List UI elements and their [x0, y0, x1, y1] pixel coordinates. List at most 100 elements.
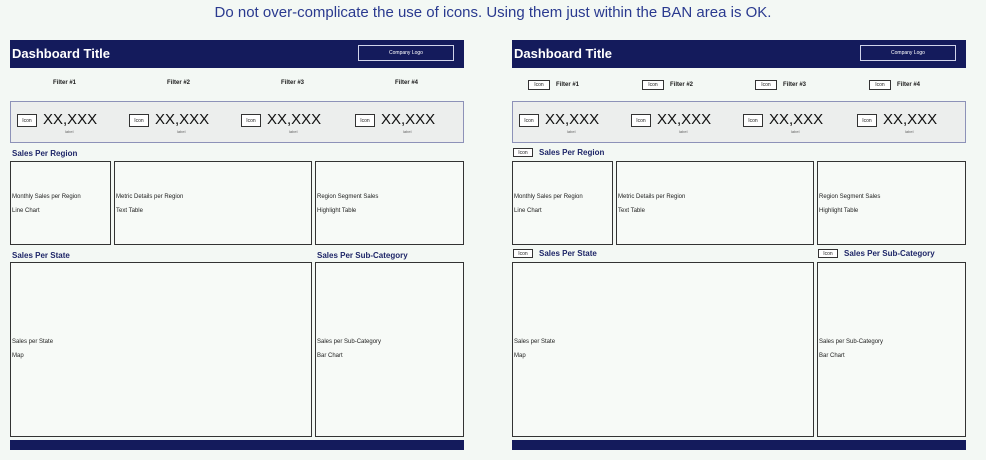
- box-title: Metric Details per Region: [618, 194, 686, 200]
- filter-icon: Icon: [755, 80, 777, 90]
- kpi-icon: Icon: [17, 114, 37, 127]
- section-label: Sales Per Region: [12, 149, 78, 158]
- filter-label: Filter #2: [670, 82, 694, 88]
- metric-details-box: Metric Details per Region Text Table: [114, 161, 312, 245]
- filter-row: Filter #1 Filter #2 Filter #3 Filter #4: [10, 74, 464, 94]
- kpi-label: label: [65, 129, 74, 134]
- filter-4[interactable]: Icon Filter #4: [869, 80, 920, 90]
- box-title: Sales per State: [12, 339, 54, 345]
- kpi-icon: Icon: [129, 114, 149, 127]
- kpi-card: Icon XX,XXX label: [17, 111, 127, 135]
- kpi-value: XX,XXX: [883, 111, 938, 128]
- box-type: Bar Chart: [317, 353, 343, 359]
- filter-label: Filter #3: [281, 80, 305, 86]
- sales-subcategory-box: Sales per Sub-Category Bar Chart: [315, 262, 464, 437]
- monthly-sales-box: Monthly Sales per Region Line Chart: [512, 161, 613, 245]
- filter-icon: Icon: [642, 80, 664, 90]
- filter-label: Filter #4: [897, 82, 921, 88]
- sales-subcategory-box: Sales per Sub-Category Bar Chart: [817, 262, 966, 437]
- filter-2[interactable]: Icon Filter #2: [642, 80, 693, 90]
- box-title: Monthly Sales per Region: [514, 194, 583, 200]
- filter-3[interactable]: Filter #3: [281, 80, 304, 86]
- section-title-region: Icon Sales Per Region: [513, 148, 604, 157]
- kpi-label: label: [289, 129, 298, 134]
- title-bar: Dashboard Title Company Logo: [10, 40, 464, 68]
- box-type: Highlight Table: [819, 208, 859, 214]
- kpi-card: Icon XX,XXX label: [241, 111, 351, 135]
- section-label: Sales Per Sub-Category: [317, 251, 408, 260]
- filter-row: Icon Filter #1 Icon Filter #2 Icon Filter #…: [512, 74, 966, 94]
- box-type: Bar Chart: [819, 353, 845, 359]
- dashboard-mockup-with-icons: Dashboard Title Company Logo Icon Filter …: [512, 40, 968, 452]
- kpi-label: label: [905, 129, 914, 134]
- kpi-icon: Icon: [355, 114, 375, 127]
- kpi-value: XX,XXX: [267, 111, 322, 128]
- kpi-label: label: [567, 129, 576, 134]
- filter-2[interactable]: Filter #2: [167, 80, 190, 86]
- company-logo: Company Logo: [358, 45, 454, 61]
- kpi-value: XX,XXX: [381, 111, 436, 128]
- box-type: Map: [12, 353, 24, 359]
- metric-details-box: Metric Details per Region Text Table: [616, 161, 814, 245]
- section-title-region: Sales Per Region: [12, 149, 77, 158]
- section-icon: Icon: [513, 249, 533, 258]
- filter-1[interactable]: Icon Filter #1: [528, 80, 579, 90]
- kpi-label: label: [177, 129, 186, 134]
- box-type: Text Table: [618, 208, 645, 214]
- box-type: Map: [514, 353, 526, 359]
- kpi-card: Icon XX,XXX label: [129, 111, 239, 135]
- kpi-label: label: [679, 129, 688, 134]
- kpi-card: Icon XX,XXX label: [355, 111, 465, 135]
- filter-4[interactable]: Filter #4: [395, 80, 418, 86]
- section-title-state: Sales Per State: [12, 251, 70, 260]
- title-bar: Dashboard Title Company Logo: [512, 40, 966, 68]
- filter-label: Filter #2: [167, 80, 191, 86]
- section-label: Sales Per State: [539, 249, 597, 258]
- kpi-icon: Icon: [631, 114, 651, 127]
- section-label: Sales Per State: [12, 251, 70, 260]
- monthly-sales-box: Monthly Sales per Region Line Chart: [10, 161, 111, 245]
- box-title: Metric Details per Region: [116, 194, 184, 200]
- box-title: Sales per Sub-Category: [317, 339, 382, 345]
- footer-bar: [512, 440, 966, 450]
- box-title: Region Segment Sales: [317, 194, 379, 200]
- filter-3[interactable]: Icon Filter #3: [755, 80, 806, 90]
- region-segment-box: Region Segment Sales Highlight Table: [817, 161, 966, 245]
- box-type: Line Chart: [514, 208, 542, 214]
- kpi-card: Icon XX,XXX label: [631, 111, 741, 135]
- kpi-card: Icon XX,XXX label: [857, 111, 967, 135]
- kpi-card: Icon XX,XXX label: [743, 111, 853, 135]
- filter-1[interactable]: Filter #1: [53, 80, 76, 86]
- filter-label: Filter #1: [556, 82, 580, 88]
- box-title: Sales per State: [514, 339, 556, 345]
- filter-label: Filter #1: [53, 80, 77, 86]
- kpi-label: label: [791, 129, 800, 134]
- kpi-value: XX,XXX: [43, 111, 98, 128]
- section-title-subcategory: Icon Sales Per Sub-Category: [818, 249, 935, 258]
- section-icon: Icon: [513, 148, 533, 157]
- box-type: Text Table: [116, 208, 143, 214]
- filter-label: Filter #4: [395, 80, 419, 86]
- section-label: Sales Per Sub-Category: [844, 249, 935, 258]
- box-type: Line Chart: [12, 208, 40, 214]
- filter-icon: Icon: [869, 80, 891, 90]
- section-icon: Icon: [818, 249, 838, 258]
- filter-icon: Icon: [528, 80, 550, 90]
- kpi-label: label: [403, 129, 412, 134]
- section-label: Sales Per Region: [539, 148, 605, 157]
- kpi-value: XX,XXX: [769, 111, 824, 128]
- section-title-subcategory: Sales Per Sub-Category: [317, 251, 408, 260]
- kpi-value: XX,XXX: [545, 111, 600, 128]
- ban-area: Icon XX,XXX label Icon XX,XXX label Icon…: [10, 101, 464, 143]
- box-title: Region Segment Sales: [819, 194, 881, 200]
- dashboard-title: Dashboard Title: [12, 46, 111, 61]
- filter-label: Filter #3: [783, 82, 807, 88]
- kpi-value: XX,XXX: [155, 111, 210, 128]
- kpi-card: Icon XX,XXX label: [519, 111, 629, 135]
- kpi-icon: Icon: [519, 114, 539, 127]
- sales-state-box: Sales per State Map: [10, 262, 312, 437]
- footer-bar: [10, 440, 464, 450]
- kpi-value: XX,XXX: [657, 111, 712, 128]
- headline: Do not over-complicate the use of icons.…: [214, 4, 772, 21]
- sales-state-box: Sales per State Map: [512, 262, 814, 437]
